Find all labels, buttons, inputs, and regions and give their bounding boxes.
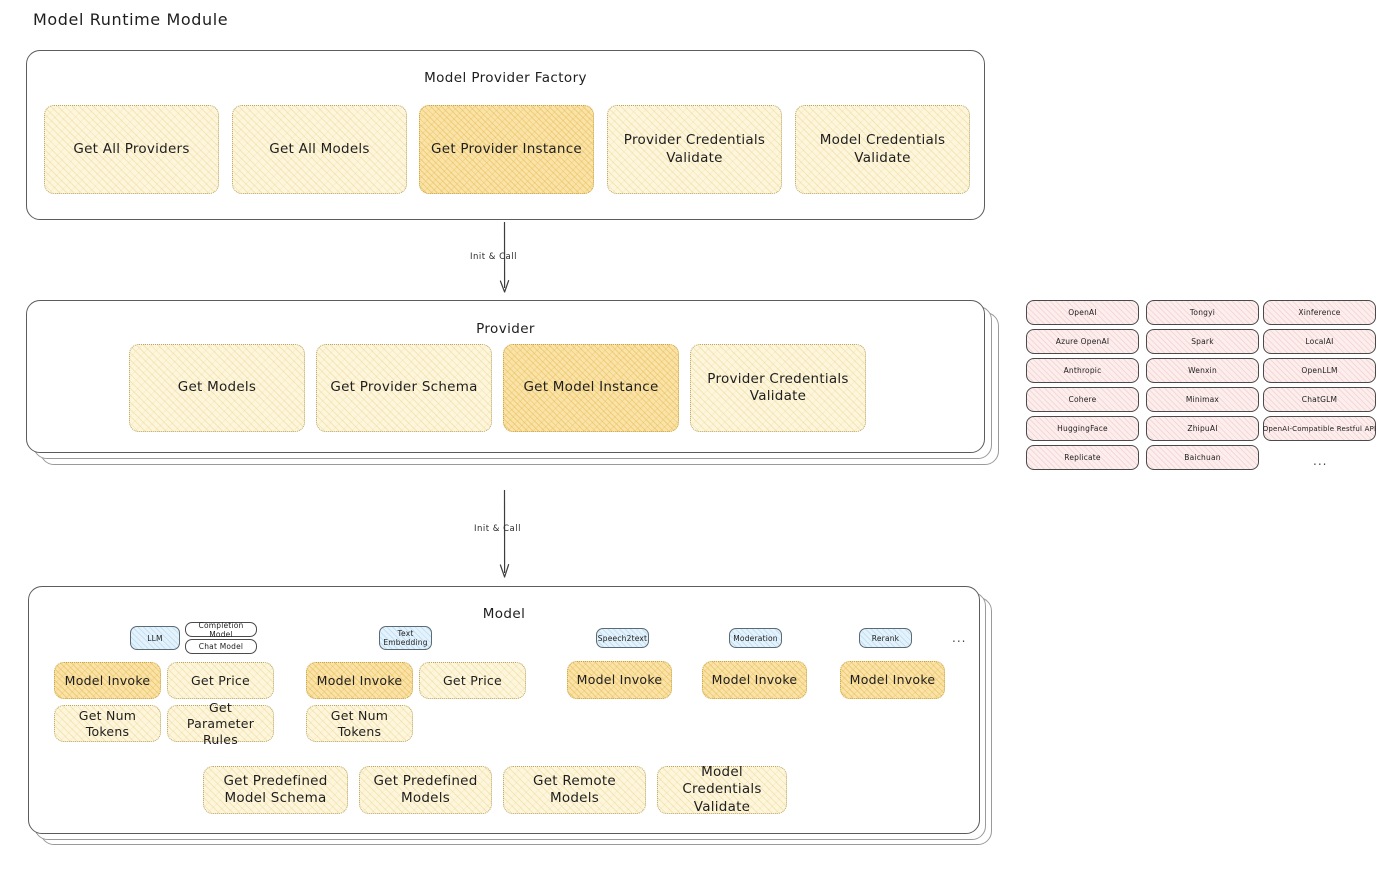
provider-item-get-provider-schema[interactable]: Get Provider Schema (316, 344, 492, 432)
llm-method-get-num-tokens[interactable]: Get Num Tokens (54, 705, 161, 742)
model-type-badge-text-embedding[interactable]: Text Embedding (379, 626, 432, 650)
provider-chip-chatglm[interactable]: ChatGLM (1263, 387, 1376, 412)
provider-list-more-dots: ... (1313, 454, 1328, 468)
provider-chip-openllm[interactable]: OpenLLM (1263, 358, 1376, 383)
model-type-badge-llm[interactable]: LLM (130, 626, 180, 650)
provider-item-get-models[interactable]: Get Models (129, 344, 305, 432)
provider-chip-xinference[interactable]: Xinference (1263, 300, 1376, 325)
model-title: Model (482, 606, 526, 622)
model-shared-get-predefined-model-schema[interactable]: Get Predefined Model Schema (203, 766, 348, 814)
provider-item-provider-credentials-validate[interactable]: Provider Credentials Validate (690, 344, 866, 432)
provider-chip-azure-openai[interactable]: Azure OpenAI (1026, 329, 1139, 354)
provider-chip-localai[interactable]: LocalAI (1263, 329, 1376, 354)
model-sub-badge-chat-model[interactable]: Chat Model (185, 639, 257, 654)
arrow-factory-to-provider (499, 221, 510, 293)
provider-chip-replicate[interactable]: Replicate (1026, 445, 1139, 470)
page-title: Model Runtime Module (33, 10, 229, 29)
text-embedding-method-get-price[interactable]: Get Price (419, 662, 526, 699)
model-types-more-dots: ... (952, 631, 967, 645)
provider-chip-zhipuai[interactable]: ZhipuAI (1146, 416, 1259, 441)
provider-chip-wenxin[interactable]: Wenxin (1146, 358, 1259, 383)
provider-title: Provider (476, 321, 535, 337)
provider-chip-tongyi[interactable]: Tongyi (1146, 300, 1259, 325)
factory-item-get-provider-instance[interactable]: Get Provider Instance (419, 105, 594, 194)
provider-chip-anthropic[interactable]: Anthropic (1026, 358, 1139, 383)
text-embedding-method-get-num-tokens[interactable]: Get Num Tokens (306, 705, 413, 742)
provider-chip-openai[interactable]: OpenAI (1026, 300, 1139, 325)
factory-item-get-all-providers[interactable]: Get All Providers (44, 105, 219, 194)
provider-chip-minimax[interactable]: Minimax (1146, 387, 1259, 412)
provider-chip-cohere[interactable]: Cohere (1026, 387, 1139, 412)
moderation-method-model-invoke[interactable]: Model Invoke (702, 661, 807, 699)
llm-method-get-price[interactable]: Get Price (167, 662, 274, 699)
provider-item-get-model-instance[interactable]: Get Model Instance (503, 344, 679, 432)
model-type-badge-speech2text[interactable]: Speech2text (596, 628, 649, 648)
model-type-badge-moderation[interactable]: Moderation (729, 628, 782, 648)
factory-item-provider-credentials-validate[interactable]: Provider Credentials Validate (607, 105, 782, 194)
model-shared-get-predefined-models[interactable]: Get Predefined Models (359, 766, 492, 814)
provider-chip-spark[interactable]: Spark (1146, 329, 1259, 354)
arrow-label-init-and-call-2: Init & Call (474, 524, 521, 534)
provider-chip-openai-compatible-restful-api[interactable]: OpenAI-Compatible Restful API (1263, 416, 1376, 441)
model-shared-get-remote-models[interactable]: Get Remote Models (503, 766, 646, 814)
model-sub-badge-completion-model[interactable]: Completion Model (185, 621, 257, 639)
factory-item-model-credentials-validate[interactable]: Model Credentials Validate (795, 105, 970, 194)
rerank-method-model-invoke[interactable]: Model Invoke (840, 661, 945, 699)
llm-method-model-invoke[interactable]: Model Invoke (54, 662, 161, 699)
text-embedding-method-model-invoke[interactable]: Model Invoke (306, 662, 413, 699)
speech2text-method-model-invoke[interactable]: Model Invoke (567, 661, 672, 699)
arrow-provider-to-model (499, 489, 510, 578)
provider-chip-huggingface[interactable]: HuggingFace (1026, 416, 1139, 441)
provider-chip-baichuan[interactable]: Baichuan (1146, 445, 1259, 470)
model-shared-model-credentials-validate[interactable]: Model Credentials Validate (657, 764, 787, 815)
model-provider-factory-title: Model Provider Factory (424, 70, 587, 86)
factory-item-get-all-models[interactable]: Get All Models (232, 105, 407, 194)
model-type-badge-rerank[interactable]: Rerank (859, 628, 912, 648)
arrow-label-init-and-call-1: Init & Call (470, 252, 517, 262)
llm-method-get-parameter-rules[interactable]: Get Parameter Rules (167, 700, 274, 747)
